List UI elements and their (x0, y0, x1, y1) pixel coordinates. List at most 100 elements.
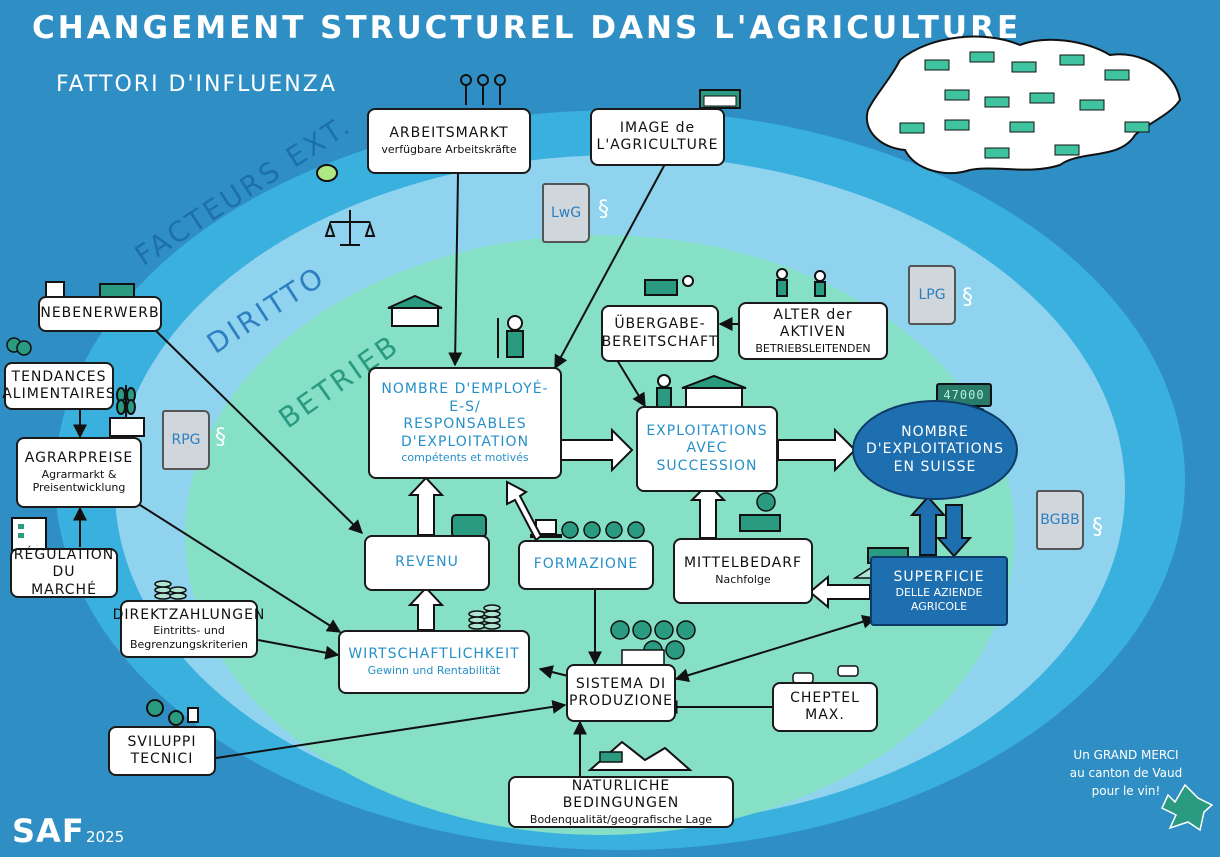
arrow-revenu-employes (407, 476, 445, 536)
node-nombre-employes-sub: compétents et motivés (401, 451, 529, 465)
broccoli-icon (6, 337, 32, 356)
arrow-superficie-nombre (909, 495, 947, 556)
node-exploitations-line2: AVEC SUCCESSION (656, 440, 758, 474)
law-book-icon: BGBB (1036, 490, 1084, 550)
mountain-icon (587, 740, 693, 771)
node-uebergabe-line2: BEREITSCHAFT (601, 333, 719, 350)
node-image-line2: L'AGRICULTURE (596, 137, 719, 153)
node-sviluppi: SVILUPPI TECNICI (108, 726, 216, 776)
node-superficie-line3: AGRICOLE (910, 599, 968, 613)
leaf-icon (116, 385, 136, 418)
node-tendances: TENDANCES ALIMENTAIRES (2, 362, 116, 410)
law-book-icon: LwG (542, 183, 590, 243)
node-sviluppi-line2: TECNICI (130, 751, 194, 767)
node-wirtschaftlichkeit-sub: Gewinn und Rentabilität (367, 663, 501, 677)
node-arbeitsmarkt-sub: verfügbare Arbeitskräfte (381, 142, 517, 156)
node-regulation: RÉGULATION DU MARCHÉ (10, 546, 118, 598)
node-cheptel-line1: CHEPTEL (790, 689, 860, 706)
node-agrarpreise-title: AGRARPREISE (24, 450, 134, 466)
node-nombre-suisse-line1: NOMBRE (901, 423, 969, 440)
node-revenu: REVENU (364, 535, 490, 591)
node-superficie-line1: SUPERFICIE (893, 568, 985, 585)
map-icon (865, 35, 1182, 175)
arrow-mittelbedarf-exploitations (689, 482, 727, 539)
node-mittelbedarf-title: MITTELBEDARF (683, 555, 803, 572)
node-direktzahlungen-sub2: Begrenzungskriterien (129, 637, 249, 651)
node-nombre-suisse: NOMBRE D'EXPLOITATIONS EN SUISSE (852, 400, 1018, 500)
node-tendances-line1: TENDANCES (11, 368, 107, 385)
arrow-nebenerwerb (149, 324, 363, 534)
house-icon (699, 89, 741, 109)
law-book-icon: RPG (162, 410, 210, 470)
people-icon (776, 268, 826, 297)
node-alter-title: ALTER der AKTIVEN (773, 306, 853, 341)
node-mittelbedarf: MITTELBEDARF Nachfolge (673, 538, 813, 604)
arrow-image (554, 163, 666, 370)
thanks-line3: pour le vin! (1091, 784, 1161, 798)
node-exploitations: EXPLOITATIONS AVEC SUCCESSION (636, 406, 778, 492)
node-natuerliche-title: NATÜRLICHE BEDINGUNGEN (562, 777, 680, 812)
node-cheptel-line2: MAX. (805, 707, 845, 723)
node-superficie-line2: DELLE AZIENDE (895, 586, 983, 599)
node-nombre-suisse-line2: D'EXPLOITATIONS (866, 441, 1004, 458)
node-nebenerwerb-title: NEBENERWERB (40, 305, 160, 322)
node-wirtschaftlichkeit: WIRTSCHAFTLICHKEIT Gewinn und Rentabilit… (338, 630, 530, 694)
arrow-arbeitsmarkt (448, 173, 463, 367)
house-icon (387, 294, 443, 327)
node-sistema-line2: PRODUZIONE (568, 693, 674, 709)
node-formazione: FORMAZIONE (518, 540, 654, 590)
gear-icon (146, 699, 199, 726)
arrow-exploitations-nombre (777, 427, 857, 473)
page-subtitle: FATTORI D'INFLUENZA (56, 72, 337, 97)
node-natuerliche: NATÜRLICHE BEDINGUNGEN Bodenqualität/geo… (508, 776, 734, 828)
page-title: CHANGEMENT STRUCTUREL DANS L'AGRICULTURE (32, 10, 1022, 46)
node-nombre-employes-line2: RESPONSABLES (403, 416, 527, 433)
thanks-line2: au canton de Vaud (1069, 766, 1183, 780)
arrow-nombre-superficie (935, 504, 973, 558)
section-symbol: § (598, 197, 609, 222)
node-wirtschaftlichkeit-title: WIRTSCHAFTLICHKEIT (348, 646, 520, 663)
arrow-superficie-mittelbedarf (808, 574, 871, 610)
section-symbol: § (215, 425, 226, 450)
house-icon (739, 492, 781, 532)
node-tendances-line2: ALIMENTAIRES (2, 386, 116, 402)
node-regulation-line1: RÉGULATION (13, 546, 115, 563)
money-stack-icon (468, 604, 501, 630)
node-revenu-title: REVENU (395, 554, 459, 571)
arrow-agrarpreise (139, 504, 342, 633)
node-agrarpreise-sub2: Preisentwicklung (32, 481, 126, 495)
node-sistema: SISTEMA DI PRODUZIONE (566, 664, 676, 722)
node-uebergabe-line1: ÜBERGABE- (614, 316, 706, 332)
leaf-icon (1161, 783, 1214, 832)
law-book-icon: LPG (908, 265, 956, 325)
node-nombre-employes-line3: D'EXPLOITATION (400, 433, 530, 450)
node-image-line1: IMAGE de (619, 119, 696, 136)
node-arbeitsmarkt: ARBEITSMARKT verfügbare Arbeitskräfte (367, 108, 531, 174)
node-exploitations-line1: EXPLOITATIONS (646, 422, 768, 439)
arrow-wirtschaft-revenu (407, 586, 445, 631)
node-direktzahlungen-title: DIREKTZAHLUNGEN (112, 606, 266, 623)
farmer-icon (497, 315, 524, 358)
node-direktzahlungen: DIREKTZAHLUNGEN Eintritts- und Begrenzun… (113, 600, 264, 658)
node-cheptel: CHEPTEL MAX. (772, 682, 878, 732)
node-arbeitsmarkt-title: ARBEITSMARKT (389, 125, 509, 142)
arrow-uebergabe (616, 359, 646, 408)
arrow-direktzahlungen (257, 639, 340, 660)
node-nombre-employes-line1: NOMBRE D'EMPLOYÉ-E-S/ (381, 381, 549, 415)
node-sviluppi-line1: SVILUPPI (127, 733, 197, 750)
house-icon (644, 275, 694, 296)
node-alter-sub: BETRIEBSLEITENDEN (755, 341, 871, 355)
arrow-sistema-superficie (674, 615, 877, 682)
scales-icon (324, 210, 376, 246)
arrow-formazione-employes (506, 480, 543, 542)
money-stack-icon (154, 580, 187, 600)
people-icon (460, 74, 506, 105)
node-natuerliche-sub: Bodenqualität/geografische Lage (529, 812, 713, 826)
training-icons (561, 521, 645, 539)
arrow-employes-exploitations (560, 427, 634, 473)
node-uebergabe: ÜBERGABE- BEREITSCHAFT (601, 305, 719, 362)
node-direktzahlungen-sub1: Eintritts- und (153, 624, 225, 637)
section-symbol: § (962, 285, 973, 310)
